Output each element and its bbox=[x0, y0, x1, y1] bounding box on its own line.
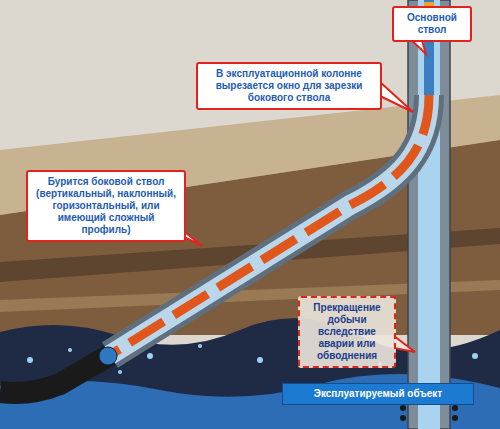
callout-box: Прекращение добычи вследствие аварии или… bbox=[298, 296, 396, 368]
callout-box: В эксплуатационной колонне вырезается ок… bbox=[196, 62, 382, 110]
callout-text: Прекращение добычи вследствие аварии или… bbox=[306, 302, 388, 362]
open-hole bbox=[0, 355, 110, 393]
callout-box: Основной ствол bbox=[392, 6, 472, 42]
formation-band: Эксплуатируемый объект bbox=[282, 383, 474, 405]
callout-text: В эксплуатационной колонне вырезается ок… bbox=[204, 68, 374, 104]
callout-text: Бурится боковой ствол (вертикальный, нак… bbox=[34, 176, 178, 236]
callout-box: Бурится боковой ствол (вертикальный, нак… bbox=[26, 170, 186, 242]
callout-tail bbox=[380, 82, 413, 112]
callout-tail bbox=[394, 336, 415, 352]
main-bore bbox=[418, 0, 440, 429]
callout-text: Эксплуатируемый объект bbox=[314, 388, 442, 400]
drill-bit bbox=[99, 347, 117, 365]
main-casing bbox=[408, 0, 450, 429]
callout-text: Основной ствол bbox=[400, 12, 464, 36]
